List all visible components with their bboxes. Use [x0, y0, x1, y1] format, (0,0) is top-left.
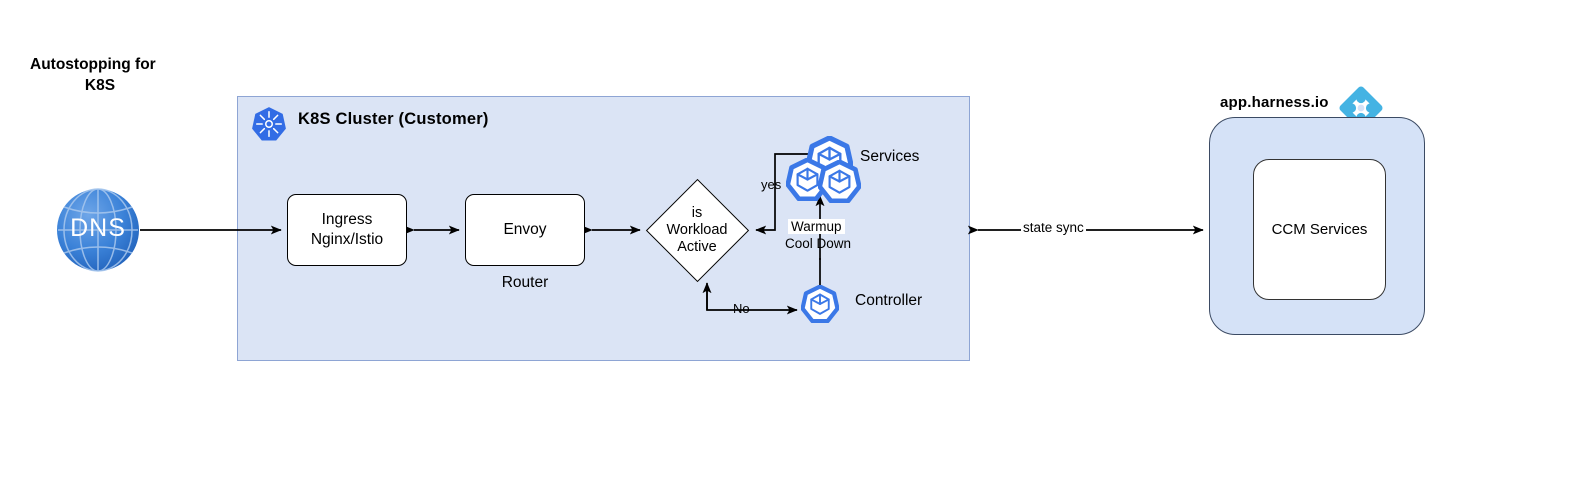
router-label: Router [501, 274, 549, 291]
page-title: Autostopping for K8S [30, 33, 260, 117]
page-title-line1: Autostopping for [30, 56, 156, 73]
edge-label-warmup: Warmup [788, 219, 845, 234]
ingress-node[interactable]: Ingress Nginx/Istio [287, 194, 407, 266]
dns-label: DNS [70, 214, 126, 242]
controller-icon [803, 287, 838, 322]
services-label: Services [860, 148, 920, 165]
page-title-line2: K8S [84, 77, 116, 94]
edge-label-no: No [733, 301, 750, 316]
workload-active-decision[interactable]: is Workload Active [645, 178, 749, 282]
kubernetes-icon-cluster [251, 106, 287, 142]
services-icon [788, 138, 860, 201]
envoy-label: Envoy [503, 221, 547, 238]
edge-label-yes: yes [761, 177, 782, 192]
controller-label: Controller [855, 292, 923, 309]
harness-title: app.harness.io [1220, 94, 1329, 111]
edge-decision-yes-services [755, 149, 823, 235]
dns-node [57, 188, 139, 272]
ccm-services-node[interactable] [1253, 159, 1386, 300]
edge-label-state-sync: state sync [1021, 220, 1086, 235]
k8s-cluster-title: K8S Cluster (Customer) [298, 110, 489, 128]
envoy-node[interactable]: Envoy [465, 194, 585, 266]
ingress-label: Ingress Nginx/Istio [310, 211, 384, 248]
decision-diamond-shape [645, 178, 749, 282]
edge-label-cooldown: Cool Down [785, 236, 852, 251]
ccm-services-label: CCM Services [1271, 221, 1368, 238]
edge-decision-no-controller [706, 288, 798, 315]
